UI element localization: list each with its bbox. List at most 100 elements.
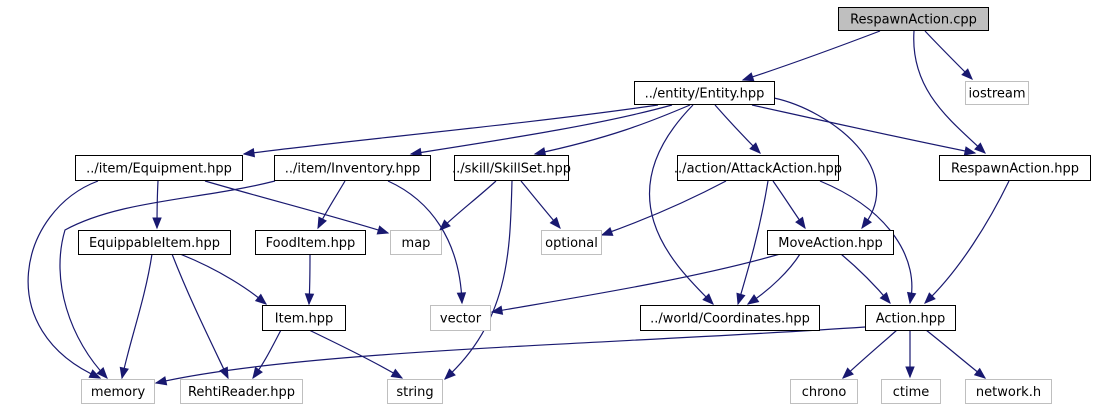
edge-equippable-to-memory xyxy=(119,253,153,380)
arrowhead-icon xyxy=(842,367,854,379)
edge-entity-to-respawn_hpp xyxy=(751,104,977,156)
node-label: ../entity/Entity.hpp xyxy=(645,87,765,102)
node-label: optional xyxy=(545,236,598,251)
arrowhead-icon xyxy=(600,226,614,236)
edge-skillset-to-map xyxy=(439,180,497,231)
edge-line xyxy=(439,180,497,231)
edge-move-to-action xyxy=(840,253,891,305)
arrowhead-icon xyxy=(736,292,746,306)
node-label: RespawnAction.cpp xyxy=(850,13,977,28)
edge-line xyxy=(410,104,673,155)
node-equippable[interactable]: EquippableItem.hpp xyxy=(78,230,231,255)
node-box xyxy=(965,81,1029,105)
edge-attack-to-coords xyxy=(736,180,769,306)
arrowhead-icon xyxy=(924,292,936,304)
arrowhead-icon xyxy=(390,368,404,379)
arrowhead-icon xyxy=(905,366,915,379)
node-entity[interactable]: ../entity/Entity.hpp xyxy=(634,81,775,105)
edge-item-to-string xyxy=(308,329,404,379)
node-box xyxy=(965,379,1052,404)
node-item[interactable]: Item.hpp xyxy=(262,305,346,331)
node-label: MoveAction.hpp xyxy=(778,236,882,251)
node-string: string xyxy=(387,379,443,404)
edge-line xyxy=(491,253,781,313)
edge-line xyxy=(742,30,881,81)
edge-line xyxy=(179,253,267,305)
node-box xyxy=(255,230,366,255)
node-label: EquippableItem.hpp xyxy=(89,236,220,251)
node-box xyxy=(180,379,303,404)
edge-line xyxy=(59,180,276,379)
edge-inventory-to-memory xyxy=(59,180,276,379)
arrowhead-icon xyxy=(96,367,108,379)
node-label: Action.hpp xyxy=(876,312,946,327)
node-optional: optional xyxy=(541,230,602,255)
arrowhead-icon xyxy=(219,366,229,380)
arrowhead-icon xyxy=(961,68,973,80)
node-label: Item.hpp xyxy=(275,312,333,327)
edge-line xyxy=(924,180,1010,304)
node-box xyxy=(430,305,491,331)
arrowhead-icon xyxy=(963,146,977,156)
edge-respawn_cpp-to-iostream xyxy=(924,30,973,80)
edge-entity-to-equipment xyxy=(242,104,659,158)
node-coords[interactable]: ../world/Coordinates.hpp xyxy=(640,305,820,331)
edge-equipment-to-equippable xyxy=(152,180,162,230)
edge-entity-to-attack xyxy=(714,104,761,154)
node-fooditem[interactable]: FoodItem.hpp xyxy=(255,230,366,255)
edge-line xyxy=(121,253,153,379)
node-box xyxy=(75,155,243,181)
edge-line xyxy=(842,329,898,379)
arrowhead-icon xyxy=(439,219,451,231)
node-box xyxy=(838,7,989,31)
edge-skillset-to-optional xyxy=(520,180,561,230)
node-move[interactable]: MoveAction.hpp xyxy=(767,230,894,255)
node-skillset[interactable]: ../skill/SkillSet.hpp xyxy=(452,155,571,181)
node-respawn-hpp[interactable]: RespawnAction.hpp xyxy=(939,155,1091,181)
edge-action-to-ctime xyxy=(905,329,915,379)
arrowhead-icon xyxy=(154,376,168,386)
edge-line xyxy=(773,97,878,229)
arrowhead-icon xyxy=(533,147,547,157)
node-box xyxy=(939,155,1091,181)
node-label: ../skill/SkillSet.hpp xyxy=(452,162,571,177)
node-label: FoodItem.hpp xyxy=(266,236,356,251)
edge-action-to-network xyxy=(925,329,987,379)
edge-skillset-to-string xyxy=(444,180,513,380)
node-box xyxy=(387,379,443,404)
node-inventory[interactable]: ../item/Inventory.hpp xyxy=(274,155,431,181)
edge-entity-to-skillset xyxy=(533,104,691,157)
node-action[interactable]: Action.hpp xyxy=(865,305,956,331)
edge-line xyxy=(171,253,229,379)
nodes-layer: RespawnAction.cpp iostream ../entity/Entit… xyxy=(75,7,1091,404)
arrowhead-icon xyxy=(549,216,561,230)
node-box xyxy=(78,230,231,255)
edge-line xyxy=(444,180,513,380)
arrowhead-icon xyxy=(741,72,755,82)
arrowhead-icon xyxy=(456,292,467,305)
edge-equippable-to-rehtireader xyxy=(171,253,229,380)
node-equipment[interactable]: ../item/Equipment.hpp xyxy=(75,155,243,181)
edge-attack-to-move xyxy=(772,180,806,230)
edge-equipment-to-map xyxy=(204,180,390,235)
node-box xyxy=(541,230,602,255)
arrowhead-icon xyxy=(795,216,806,230)
node-label: iostream xyxy=(968,87,1025,102)
arrowhead-icon xyxy=(119,366,129,380)
node-box xyxy=(634,81,775,105)
node-box xyxy=(81,379,155,404)
edge-line xyxy=(27,180,101,379)
arrowhead-icon xyxy=(304,293,315,306)
node-respawn-cpp[interactable]: RespawnAction.cpp xyxy=(838,7,989,31)
node-attack[interactable]: ../action/AttackAction.hpp xyxy=(674,155,842,181)
edge-attack-to-optional xyxy=(600,180,727,236)
edge-respawn_hpp-to-action xyxy=(924,180,1010,304)
arrowhead-icon xyxy=(702,293,714,305)
arrowhead-icon xyxy=(444,368,456,380)
edge-move-to-coords xyxy=(746,253,801,305)
edges-layer xyxy=(27,30,1010,386)
edge-line xyxy=(751,104,976,154)
node-label: map xyxy=(402,236,431,251)
node-rehtireader: RehtiReader.hpp xyxy=(180,379,303,404)
edge-inventory-to-fooditem xyxy=(317,180,346,230)
